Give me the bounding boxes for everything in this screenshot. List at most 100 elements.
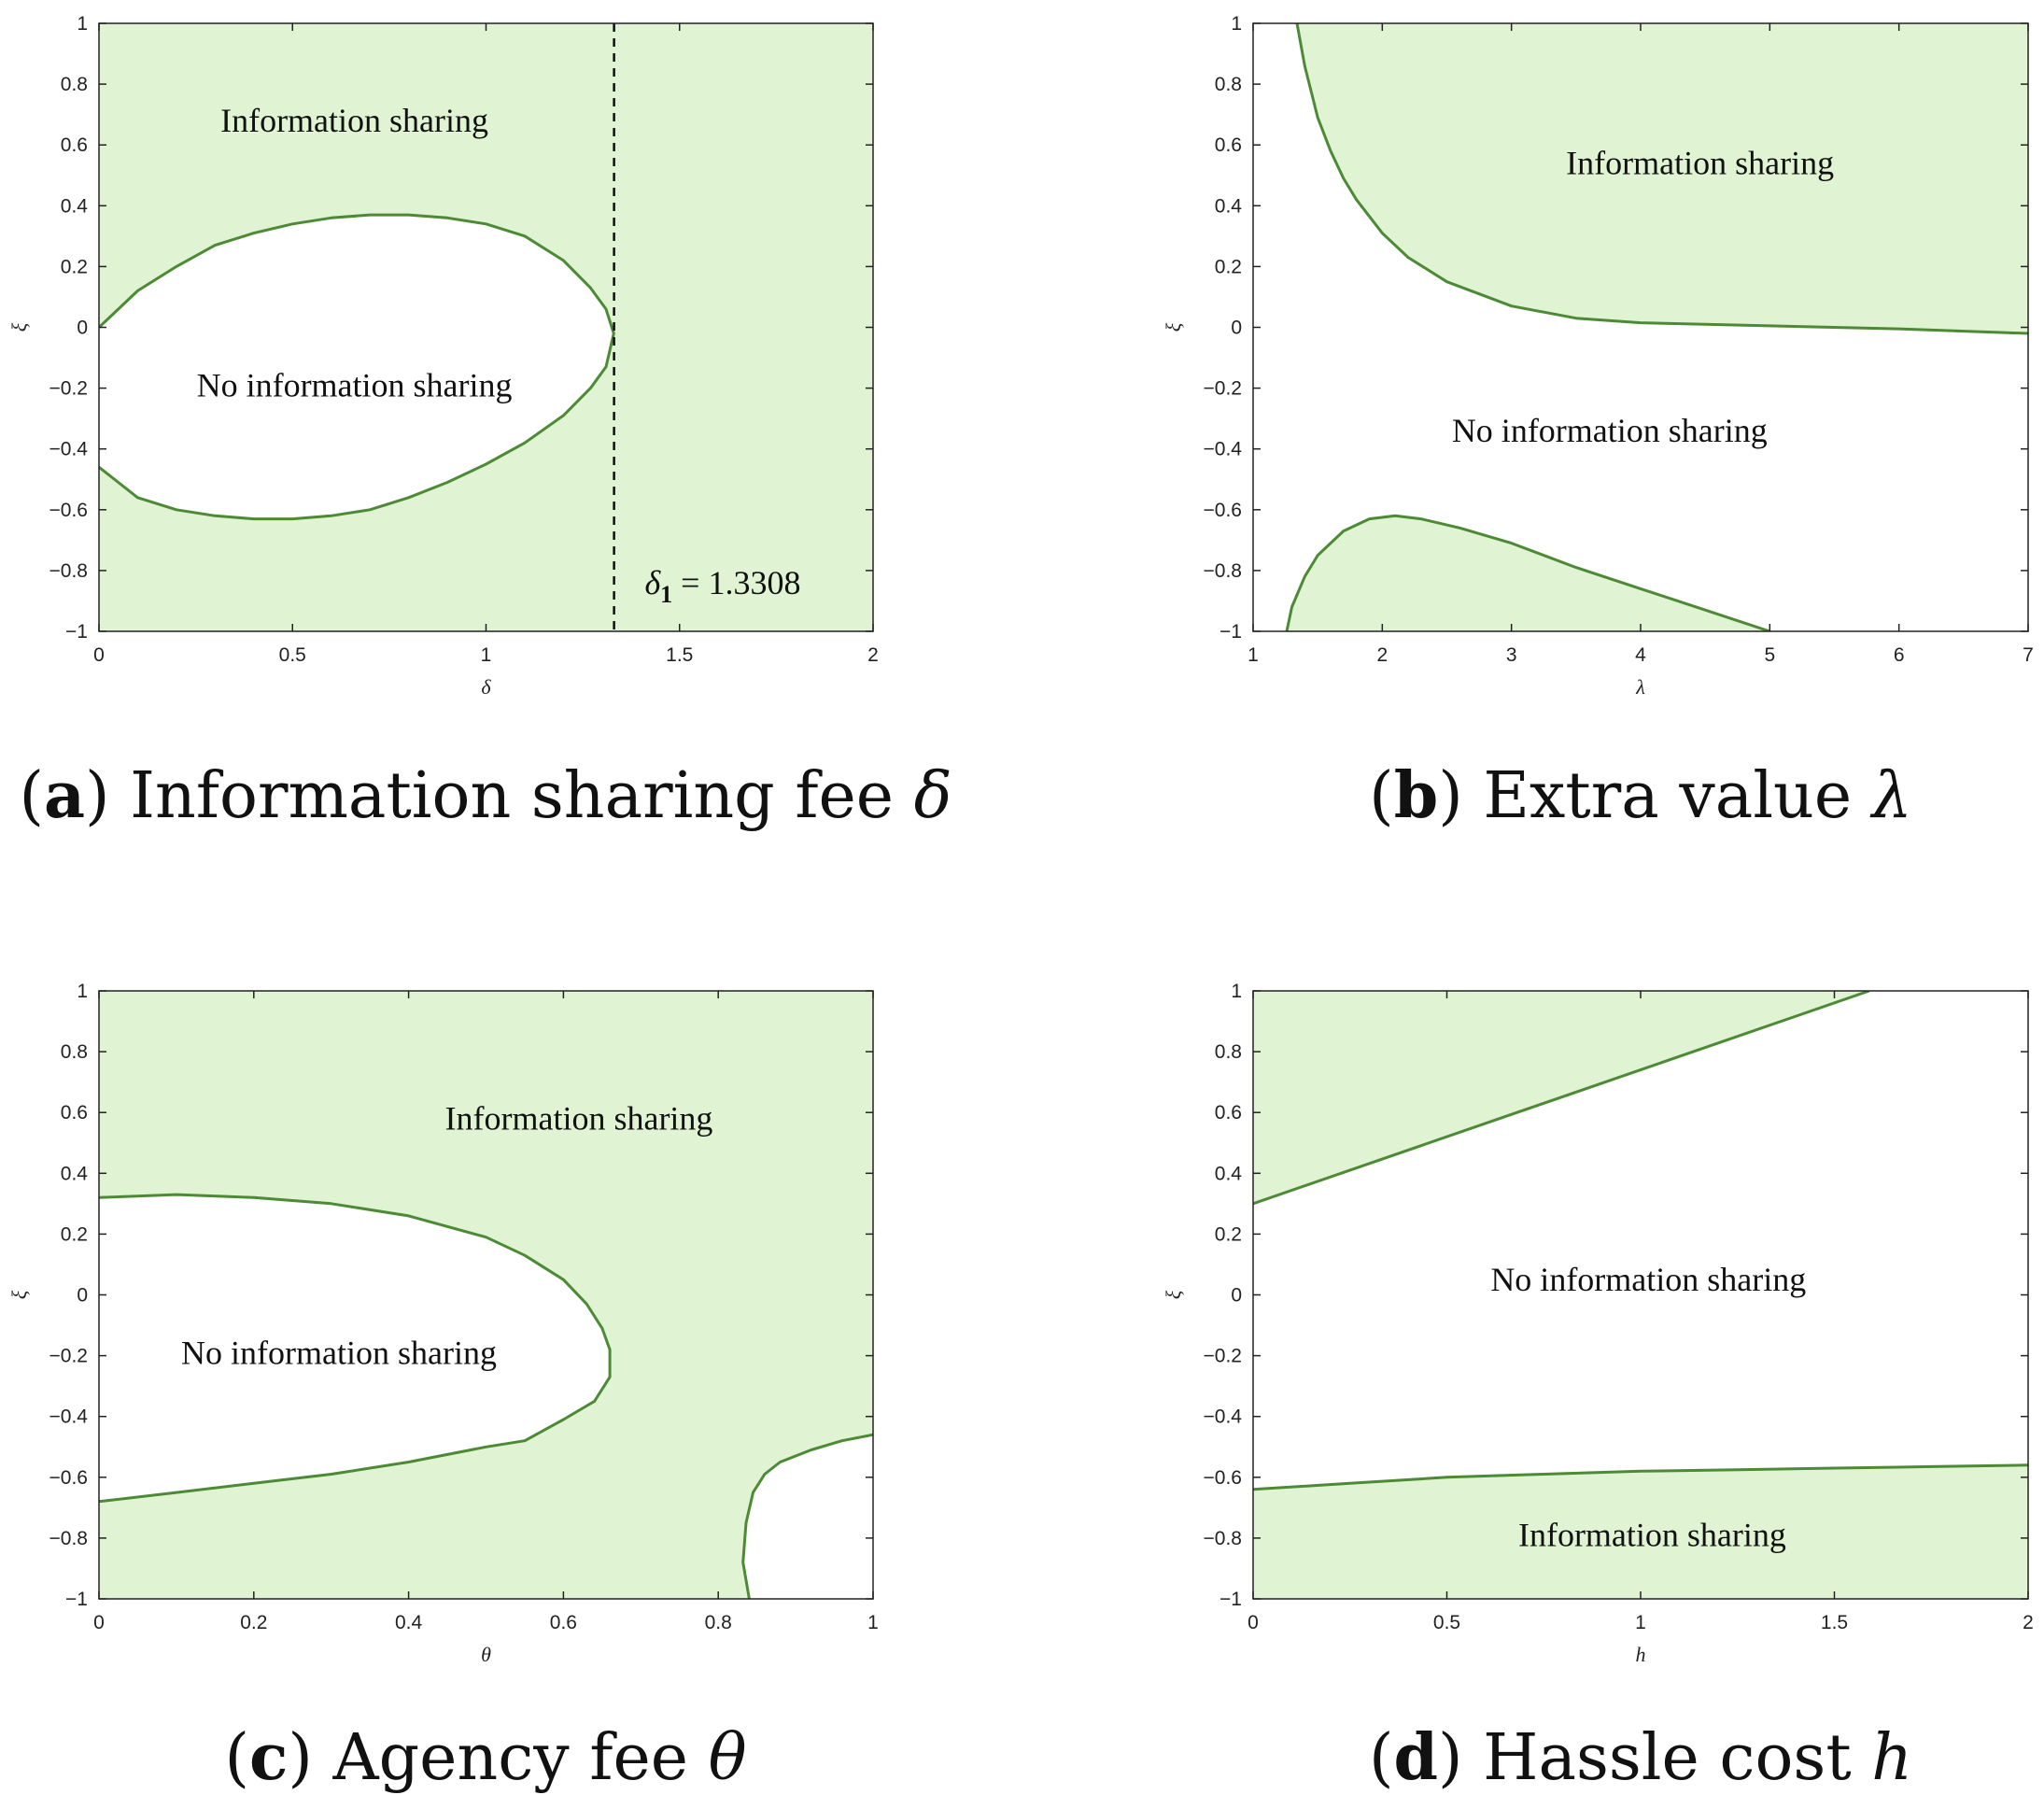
x-axis-label: λ: [1635, 675, 1645, 699]
sharing-region: [1297, 23, 2028, 333]
panel-caption: (d) Hassle cost h: [1369, 1720, 1912, 1795]
y-tick-label: −0.2: [49, 378, 88, 400]
y-tick-label: 0.8: [1215, 74, 1242, 95]
y-tick-label: 0.2: [1215, 256, 1242, 277]
x-tick-label: 0.4: [395, 1612, 423, 1633]
x-tick-label: 0: [1248, 1612, 1259, 1633]
y-tick-label: −0.8: [49, 560, 88, 582]
panel-caption: (b) Extra value λ: [1369, 758, 1912, 833]
boundary-curve: [1285, 514, 1770, 631]
y-tick-label: 0.4: [61, 195, 89, 217]
y-tick-label: −0.4: [1204, 1406, 1243, 1428]
x-tick-label: 1.5: [1821, 1612, 1848, 1633]
y-tick-label: 0.2: [1215, 1223, 1242, 1245]
x-tick-label: 0.6: [550, 1612, 577, 1633]
x-tick-label: 3: [1506, 644, 1517, 666]
threshold-annotation: δ1 = 1.3308: [644, 564, 800, 608]
y-tick-label: −0.6: [49, 500, 88, 521]
x-tick-label: 0.5: [279, 644, 306, 666]
y-tick-label: 0.8: [1215, 1041, 1242, 1063]
y-tick-label: −0.4: [49, 1406, 89, 1428]
y-tick-label: −0.6: [1204, 500, 1242, 521]
y-tick-label: 1: [1231, 981, 1242, 1002]
y-tick-label: 0: [1231, 1285, 1242, 1307]
sharing-region: [1287, 516, 1770, 631]
y-tick-label: −1: [1219, 621, 1242, 643]
y-tick-label: −0.6: [49, 1467, 88, 1489]
x-tick-label: 1: [1248, 644, 1259, 666]
x-axis-label: δ: [481, 675, 491, 699]
boundary-curve: [99, 213, 615, 521]
x-axis-label: h: [1636, 1643, 1646, 1666]
x-tick-label: 2: [2023, 1612, 2034, 1633]
y-tick-label: −0.8: [49, 1528, 88, 1549]
x-tick-label: 1: [867, 1612, 879, 1633]
x-axis-label: θ: [481, 1643, 491, 1666]
y-tick-label: −0.6: [1204, 1467, 1242, 1489]
y-tick-label: −0.2: [1204, 1346, 1242, 1367]
y-tick-label: 0.6: [61, 134, 88, 156]
y-tick-label: 0.2: [61, 256, 88, 277]
plot-area: [1253, 991, 2028, 1599]
x-tick-label: 7: [2023, 644, 2034, 666]
y-tick-label: 1: [1231, 13, 1242, 35]
x-tick-label: 2: [1376, 644, 1388, 666]
y-tick-label: 0.6: [1215, 1102, 1242, 1124]
y-tick-label: 0: [77, 318, 88, 339]
no-sharing-region: [742, 1434, 873, 1599]
sharing-region: [1253, 1464, 2028, 1599]
region-label: Information sharing: [445, 1100, 713, 1138]
region-label: Information sharing: [1566, 145, 1834, 182]
x-tick-label: 5: [1764, 644, 1775, 666]
y-tick-label: −1: [65, 1589, 88, 1610]
region-label: Information sharing: [220, 102, 488, 139]
y-tick-label: −0.2: [1204, 378, 1242, 400]
region-label: No information sharing: [1490, 1261, 1806, 1298]
boundary-curve: [99, 1193, 612, 1504]
boundary-curve: [1253, 1463, 2028, 1491]
y-tick-label: 0: [77, 1285, 88, 1307]
y-tick-label: 0.6: [1215, 134, 1242, 156]
no-sharing-region: [99, 1194, 611, 1502]
x-tick-label: 1.5: [666, 644, 693, 666]
plot-area: [99, 991, 873, 1599]
x-tick-label: 6: [1894, 644, 1905, 666]
y-tick-label: 0.2: [61, 1223, 88, 1245]
plot-area: [99, 23, 873, 631]
y-tick-label: −0.8: [1204, 560, 1242, 582]
y-tick-label: −0.4: [49, 439, 89, 460]
x-tick-label: 0.5: [1433, 1612, 1460, 1633]
y-tick-label: 0.4: [1215, 1163, 1243, 1184]
y-tick-label: −1: [1219, 1589, 1242, 1610]
panel-caption: (a) Information sharing fee δ: [19, 758, 952, 833]
y-tick-label: 1: [77, 13, 88, 35]
y-axis-label: ξ: [1162, 322, 1185, 332]
y-tick-label: 0.4: [61, 1163, 89, 1184]
y-tick-label: −1: [65, 621, 88, 643]
no-sharing-region: [99, 215, 614, 519]
boundary-curve: [741, 1433, 873, 1599]
y-axis-label: ξ: [7, 322, 31, 332]
y-tick-label: 1: [77, 981, 88, 1002]
region-label: Information sharing: [1518, 1517, 1786, 1554]
y-tick-label: 0.6: [61, 1102, 88, 1124]
plot-area: [1253, 23, 2028, 631]
boundary-curve: [1295, 23, 2028, 335]
y-tick-label: −0.4: [1204, 439, 1243, 460]
boundary-curve: [1253, 991, 1870, 1206]
x-tick-label: 1: [481, 644, 492, 666]
x-tick-label: 4: [1635, 644, 1646, 666]
y-tick-label: −0.2: [49, 1346, 88, 1367]
y-tick-label: 0.8: [61, 1041, 88, 1063]
x-tick-label: 0: [93, 644, 105, 666]
x-tick-label: 0.8: [705, 1612, 732, 1633]
region-label: No information sharing: [197, 366, 513, 403]
y-axis-label: ξ: [7, 1290, 31, 1299]
x-tick-label: 0.2: [240, 1612, 267, 1633]
y-axis-label: ξ: [1162, 1290, 1185, 1299]
region-label: No information sharing: [1452, 412, 1768, 449]
